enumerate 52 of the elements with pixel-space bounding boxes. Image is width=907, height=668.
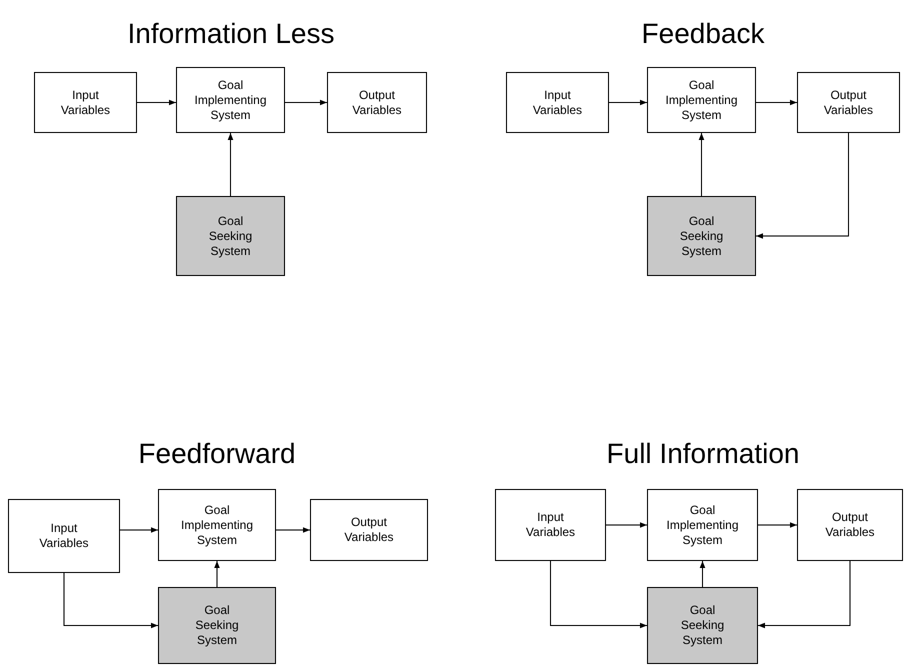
arrow	[606, 522, 648, 528]
arrow	[758, 560, 850, 628]
process-box	[176, 196, 285, 276]
box-label: Goal Seeking System	[195, 603, 239, 648]
arrow	[608, 100, 648, 106]
box-label: Output Variables	[824, 88, 874, 118]
arrow	[698, 132, 704, 196]
arrow	[120, 527, 158, 533]
process-box	[647, 489, 758, 561]
box-label: Output Variables	[352, 88, 402, 118]
arrow	[276, 527, 310, 533]
arrow	[700, 560, 706, 588]
arrow	[756, 100, 798, 106]
arrow	[136, 100, 176, 106]
process-box	[647, 67, 756, 133]
box-label: Goal Seeking System	[680, 603, 724, 648]
box-label: Goal Implementing System	[194, 78, 267, 122]
process-box	[797, 72, 900, 133]
arrow	[228, 132, 234, 196]
arrow	[284, 100, 328, 106]
arrow	[756, 132, 849, 239]
box-label: Input Variables	[526, 510, 576, 540]
process-box	[506, 72, 609, 133]
box-label: Input Variables	[60, 88, 110, 118]
panel-title: Information Less	[128, 20, 334, 48]
arrow	[64, 572, 158, 628]
process-box	[310, 499, 428, 561]
box-label: Goal Implementing System	[665, 78, 738, 122]
arrow	[758, 522, 798, 528]
process-box	[327, 72, 427, 133]
arrow	[214, 560, 220, 588]
process-box	[647, 587, 758, 664]
process-box	[158, 587, 276, 664]
panel-title: Full Information	[606, 440, 800, 468]
box-label: Goal Seeking System	[680, 214, 724, 258]
box-label: Goal Seeking System	[208, 214, 252, 258]
box-label: Input Variables	[532, 88, 582, 118]
process-box	[797, 489, 903, 561]
box-label: Output Variables	[344, 515, 394, 545]
box-label: Output Variables	[825, 510, 875, 540]
arrow	[550, 560, 648, 628]
box-label: Input Variables	[39, 521, 89, 551]
process-box	[176, 67, 285, 133]
panel-title: Feedforward	[138, 440, 296, 468]
process-box	[34, 72, 137, 133]
process-box	[495, 489, 606, 561]
process-box	[8, 499, 120, 573]
panel-title: Feedback	[642, 20, 764, 48]
process-box	[647, 196, 756, 276]
process-box	[158, 489, 276, 561]
box-label: Goal Implementing System	[666, 502, 739, 548]
box-label: Goal Implementing System	[180, 502, 254, 548]
